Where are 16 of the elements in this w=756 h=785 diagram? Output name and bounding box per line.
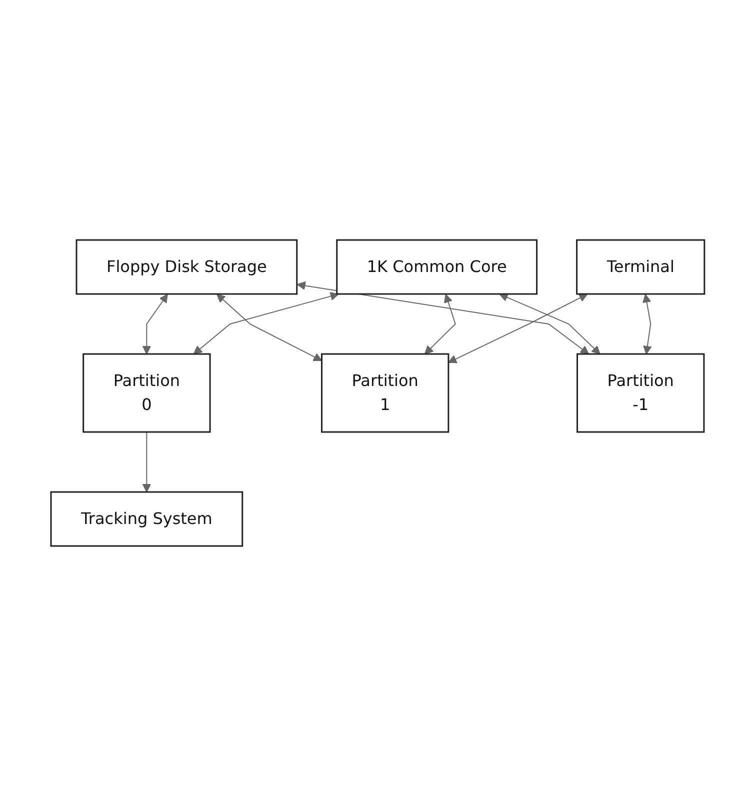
arrow (142, 431, 152, 492)
node-box: Partition -1 (576, 352, 705, 432)
arrow (500, 292, 601, 354)
node-box: Floppy Disk Storage (76, 238, 298, 294)
node-box: Partition 0 (82, 352, 212, 432)
node-box: Tracking System (50, 490, 244, 546)
arrow (642, 294, 652, 354)
node-box: Partition 1 (321, 352, 450, 432)
node-box: Terminal (576, 238, 706, 294)
arrow (424, 293, 456, 354)
arrow (194, 291, 340, 354)
arrow (448, 293, 588, 363)
arrow (297, 280, 590, 354)
arrow (142, 293, 168, 354)
node-box: 1K Common Core (336, 238, 538, 294)
arrow (216, 293, 322, 361)
